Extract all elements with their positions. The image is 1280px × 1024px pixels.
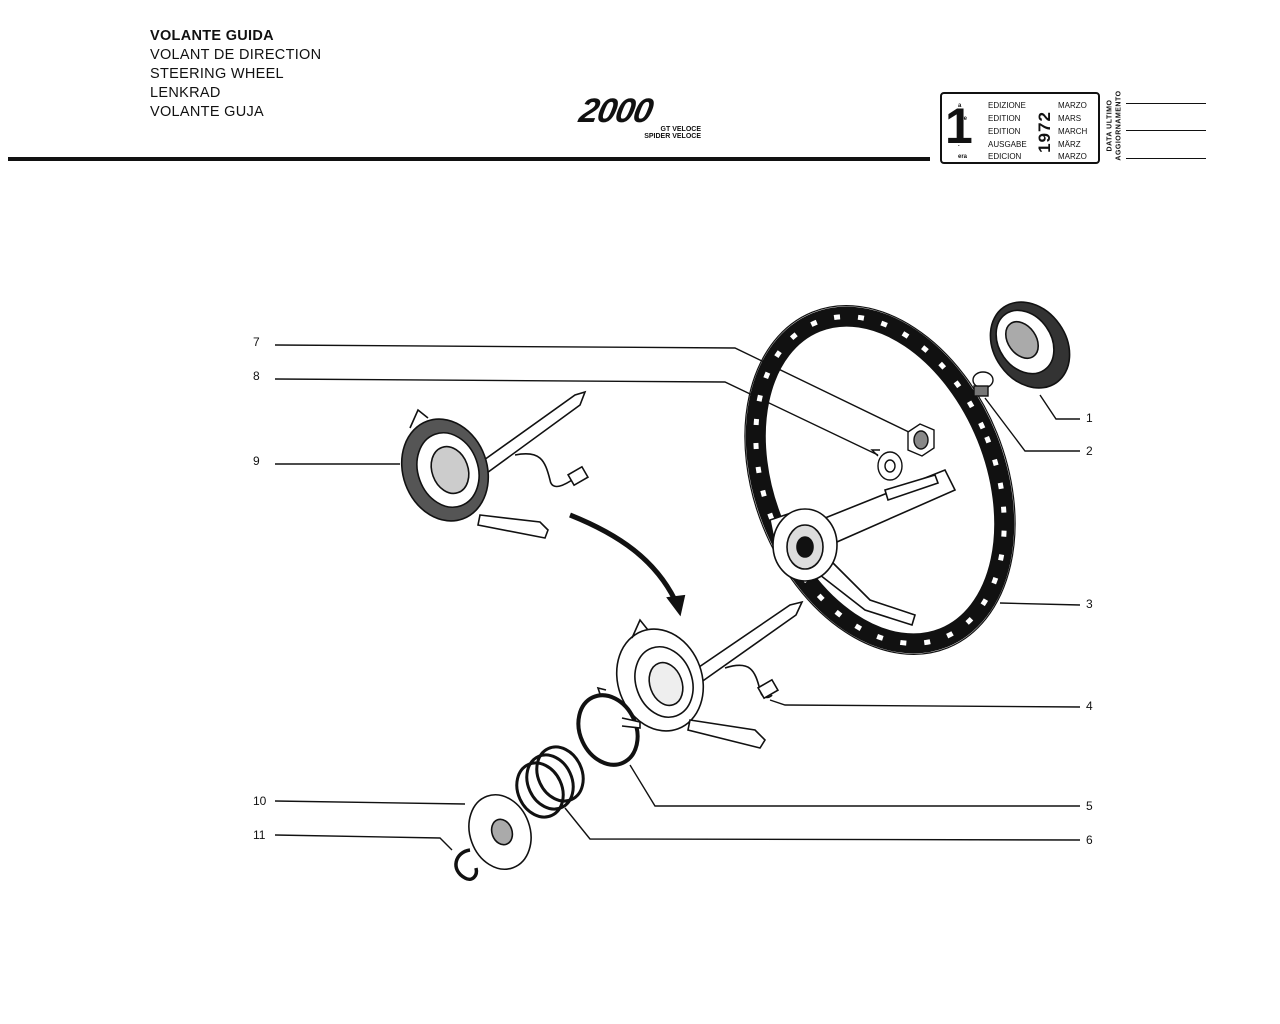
callout-9: 9	[253, 454, 260, 468]
leader-10	[274, 800, 466, 805]
leader-8	[274, 378, 879, 456]
callout-5: 5	[1086, 799, 1093, 813]
edition-label: AUSGABE	[988, 140, 1027, 149]
callout-1: 1	[1086, 411, 1093, 425]
edition-label: EDICION	[988, 152, 1022, 161]
title-es: VOLANTE GUJA	[150, 104, 264, 120]
leader-3	[999, 602, 1081, 606]
switch-assembly-upper	[400, 390, 590, 539]
retaining-disc	[468, 794, 532, 870]
title-en: STEERING WHEEL	[150, 66, 284, 82]
hub-nut	[907, 423, 935, 457]
callout-4: 4	[1086, 699, 1093, 713]
edition-box: 1 a ere st . era EDIZIONE EDITION EDITIO…	[940, 92, 1100, 164]
assembly-arrow	[569, 512, 686, 617]
horn-contact	[972, 371, 994, 397]
edition-suffix: st	[958, 129, 964, 135]
callout-10: 10	[253, 794, 267, 808]
callout-8: 8	[253, 369, 260, 383]
callout-11: 11	[253, 828, 266, 842]
edition-number: 1	[945, 98, 973, 154]
edition-suffix: ere	[958, 116, 968, 122]
edition-month: MARZO	[1058, 152, 1087, 161]
title-it: VOLANTE GUIDA	[150, 28, 274, 44]
title-fr: VOLANT DE DIRECTION	[150, 47, 322, 63]
edition-month: MÄRZ	[1058, 140, 1081, 149]
leader-7	[274, 344, 916, 436]
header-rule	[8, 157, 930, 161]
leader-4	[769, 699, 1081, 708]
contact-ring	[576, 686, 641, 767]
edition-label: EDITION	[988, 127, 1021, 136]
edition-label: EDIZIONE	[988, 101, 1026, 110]
horn-cap	[989, 301, 1071, 389]
update-line	[1126, 103, 1206, 104]
update-line	[1126, 130, 1206, 131]
leader-5	[629, 764, 1080, 807]
title-de: LENKRAD	[150, 85, 221, 101]
leader-11	[274, 834, 453, 851]
circlip	[454, 848, 479, 881]
leader-2	[984, 397, 1080, 452]
callout-6: 6	[1086, 833, 1093, 847]
title-block: VOLANTE GUIDA VOLANT DE DIRECTION STEERI…	[150, 27, 321, 122]
leader-1	[1039, 394, 1080, 420]
update-line	[1126, 158, 1206, 159]
switch-assembly-lower	[615, 600, 804, 749]
callout-7: 7	[253, 335, 260, 349]
callout-3: 3	[1086, 597, 1093, 611]
edition-label: EDITION	[988, 114, 1021, 123]
springs	[515, 745, 585, 819]
wheel-hub	[772, 508, 838, 582]
callout-2: 2	[1086, 444, 1093, 458]
edition-month: MARCH	[1058, 127, 1088, 136]
logo-sub-spider: SPIDER VELOCE	[644, 133, 701, 140]
leader-6	[564, 807, 1081, 841]
edition-suffix: a	[958, 103, 962, 109]
edition-month: MARS	[1058, 114, 1082, 123]
edition-month: MARZO	[1058, 101, 1087, 110]
model-logo: 2000 GT VELOCE SPIDER VELOCE	[576, 92, 705, 145]
edition-suffix: .	[958, 142, 960, 148]
lock-washer	[870, 449, 903, 481]
edition-suffix: era	[958, 154, 968, 160]
logo-sub-gt: GT VELOCE	[660, 126, 701, 133]
